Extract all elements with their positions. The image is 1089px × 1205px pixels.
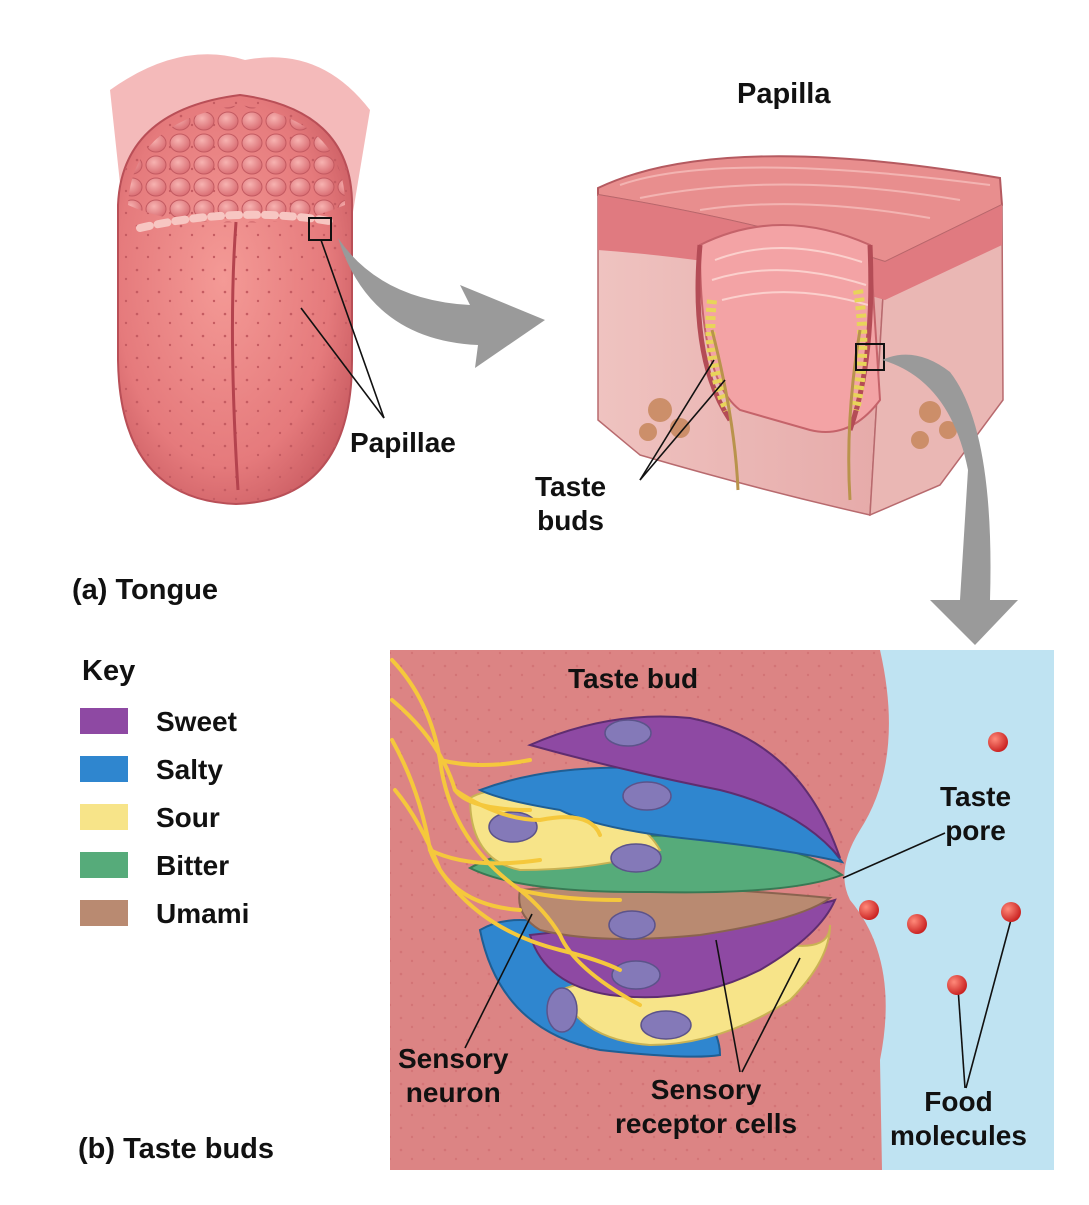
key-item-umami: Umami <box>156 898 250 929</box>
key-title: Key <box>82 655 136 687</box>
papilla-zoom-box <box>855 343 885 371</box>
tongue-back-papillae <box>128 105 345 223</box>
taste-buds-leader-1 <box>639 359 715 481</box>
receptor-leader-1 <box>715 939 741 1073</box>
taste-bud-column-right <box>850 289 868 412</box>
nerve-left <box>710 329 740 491</box>
cell-sweet-top <box>527 715 841 859</box>
median-groove <box>230 221 240 491</box>
food-molecule <box>947 975 967 995</box>
label-panel-b: (b) Taste buds <box>78 1133 275 1165</box>
swatch-sweet <box>80 708 128 734</box>
papilla-block <box>597 155 1004 517</box>
food-leader-2 <box>965 915 1013 1089</box>
cell-nuclei <box>488 719 692 1040</box>
swatch-salty <box>80 756 128 782</box>
papilla-epithelium-right <box>885 205 1002 300</box>
swatch-sour <box>80 804 128 830</box>
tongue-illustration <box>110 54 385 506</box>
label-food-molecules: Food molecules <box>890 1086 1027 1152</box>
tongue-zoom-box <box>308 217 332 241</box>
papillae-leader-1 <box>320 239 385 419</box>
sensory-neurons <box>390 658 642 1007</box>
food-leader-1 <box>957 987 966 1089</box>
label-sensory-neuron: Sensory neuron <box>398 1043 509 1109</box>
label-sensory-receptor-cells: Sensory receptor cells <box>615 1074 798 1140</box>
key-swatches <box>80 708 128 926</box>
taste-bud-panel <box>390 650 1054 1170</box>
label-papillae: Papillae <box>350 427 456 458</box>
swatch-bitter <box>80 852 128 878</box>
label-taste-bud: Taste bud <box>568 663 699 694</box>
taste-bud-column-left <box>705 299 733 413</box>
key-item-bitter: Bitter <box>156 850 230 881</box>
food-molecule <box>1001 902 1021 922</box>
neuron-leader <box>464 913 533 1049</box>
key-item-sour: Sour <box>156 802 220 833</box>
food-molecule <box>907 914 927 934</box>
taste-buds-leader-2 <box>639 379 726 481</box>
zoom-arrow-1 <box>338 238 545 368</box>
key-item-sweet: Sweet <box>156 706 237 737</box>
taste-pore-leader <box>842 832 946 879</box>
label-taste-buds: Taste buds <box>535 471 607 537</box>
label-taste-pore: Taste pore <box>940 781 1012 847</box>
receptor-leader-2 <box>741 957 801 1073</box>
zoom-arrow-2 <box>882 354 1018 645</box>
key-item-salty: Salty <box>156 754 223 785</box>
label-panel-a: (a) Tongue <box>72 574 219 606</box>
papilla-top-detail <box>619 166 991 219</box>
food-molecules <box>859 732 1021 995</box>
papilla-core-cells <box>711 247 869 306</box>
swatch-umami <box>80 900 128 926</box>
food-molecule <box>859 900 879 920</box>
food-molecule <box>988 732 1008 752</box>
papillae-leader-2 <box>300 307 385 419</box>
label-papilla: Papilla <box>737 78 831 110</box>
